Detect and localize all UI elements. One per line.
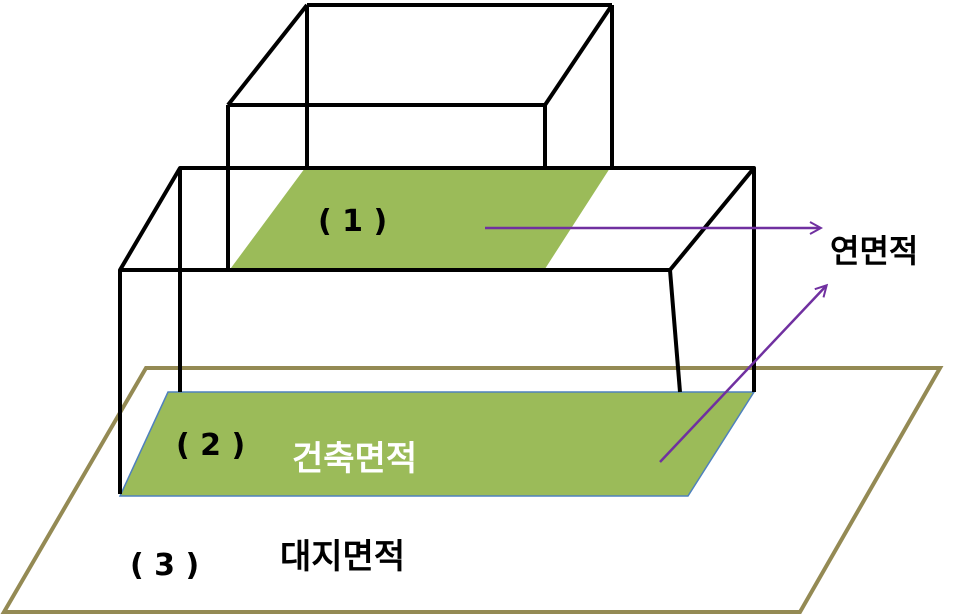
floor-area-marker: ( 1 ) [318, 204, 387, 239]
total-floor-area-label: 연면적 [830, 232, 918, 270]
building-area-marker: ( 2 ) [176, 428, 245, 463]
site-area-marker: ( 3 ) [130, 548, 199, 583]
site-area-label: 대지면적 [280, 537, 405, 577]
building-area-arrow [659, 286, 826, 463]
building-area-label: 건축면적 [292, 439, 417, 479]
site-area-plane [0, 366, 944, 614]
building-area-fill [118, 391, 756, 497]
lower-building-outline [118, 166, 756, 494]
upper-building-outline [226, 3, 614, 270]
floor-area-fill [228, 168, 610, 272]
